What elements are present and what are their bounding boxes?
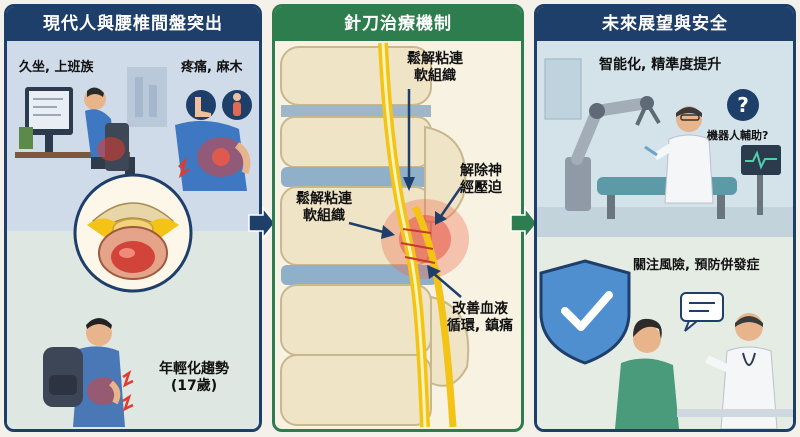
wall-panel bbox=[544, 58, 582, 120]
label-robot-assisted: 機器人輔助? bbox=[707, 129, 769, 142]
pointer-release-nerve bbox=[437, 186, 463, 220]
adhesion-fibers bbox=[400, 228, 436, 264]
question-mark-badge bbox=[727, 89, 759, 121]
panel-modern-disc-herniation: 現代人與腰椎間盤突出 bbox=[4, 4, 262, 432]
label-sitting-office-worker: 久坐, 上班族 bbox=[19, 60, 94, 75]
student-pain-spark-icon bbox=[122, 369, 134, 388]
panel-acupotomy-mechanism: 針刀治療機制 bbox=[272, 4, 524, 432]
panel-future-outlook-safety: 未來展望與安全 bbox=[534, 4, 796, 432]
patient-head bbox=[633, 325, 661, 353]
check-mark-icon bbox=[561, 291, 613, 331]
label-pain-numbness: 疼痛, 麻木 bbox=[181, 60, 243, 75]
city-window bbox=[127, 67, 167, 127]
consultation-desk bbox=[677, 409, 793, 417]
student-head bbox=[86, 320, 112, 346]
speech-bubble-icon bbox=[680, 292, 724, 322]
vertebra-body-4 bbox=[280, 284, 432, 356]
hand-on-back bbox=[234, 142, 251, 175]
nerve-branch bbox=[411, 205, 457, 428]
robot-base bbox=[565, 157, 591, 211]
label-younger-trend: 年輕化趨勢 (17歲) bbox=[159, 361, 229, 394]
label-release-nerve-compression: 解除神 經壓迫 bbox=[460, 163, 502, 196]
upper-disc-top bbox=[281, 105, 431, 117]
pointer-blood-flow bbox=[432, 272, 462, 298]
doctor-glasses bbox=[680, 114, 700, 121]
plant-pot-icon bbox=[19, 127, 33, 149]
needle-knife-instrument bbox=[644, 145, 658, 157]
panel-middle-title: 針刀治療機制 bbox=[275, 7, 521, 41]
safety-shield-icon bbox=[539, 259, 631, 365]
label-improve-blood-circulation: 改善血液 循環, 鎮痛 bbox=[446, 301, 514, 334]
flow-arrow-2 bbox=[510, 206, 538, 240]
flow-arrow-1 bbox=[248, 206, 276, 240]
pain-spark-icon bbox=[178, 156, 190, 179]
pointer-loosen-left bbox=[348, 221, 388, 235]
vertebra-body-5 bbox=[280, 354, 432, 426]
label-loosen-adhesion-left: 鬆解粘連 軟組織 bbox=[296, 191, 352, 224]
panel-left-title: 現代人與腰椎間盤突出 bbox=[7, 7, 259, 41]
label-smart-precision: 智能化, 精準度提升 bbox=[599, 57, 722, 73]
panel-right-illustration bbox=[537, 41, 793, 429]
stethoscope-icon bbox=[742, 352, 756, 366]
patient-body bbox=[615, 358, 679, 429]
label-loosen-adhesion-top: 鬆解粘連 軟組織 bbox=[407, 51, 463, 84]
intervertebral-disc-lower bbox=[281, 265, 437, 285]
panel-middle-illustration bbox=[280, 42, 470, 428]
office-desk bbox=[15, 152, 130, 158]
panel-left-illustration bbox=[7, 41, 259, 429]
panel-right-title: 未來展望與安全 bbox=[537, 7, 793, 41]
lower-back-pain-glow bbox=[97, 137, 125, 161]
question-mark-text: ? bbox=[737, 93, 749, 117]
vital-monitor-icon bbox=[741, 145, 781, 175]
herniated-nucleus bbox=[111, 241, 155, 273]
label-risk-complications: 關注風險, 預防併發症 bbox=[633, 258, 760, 273]
doctor-coat bbox=[664, 134, 714, 204]
